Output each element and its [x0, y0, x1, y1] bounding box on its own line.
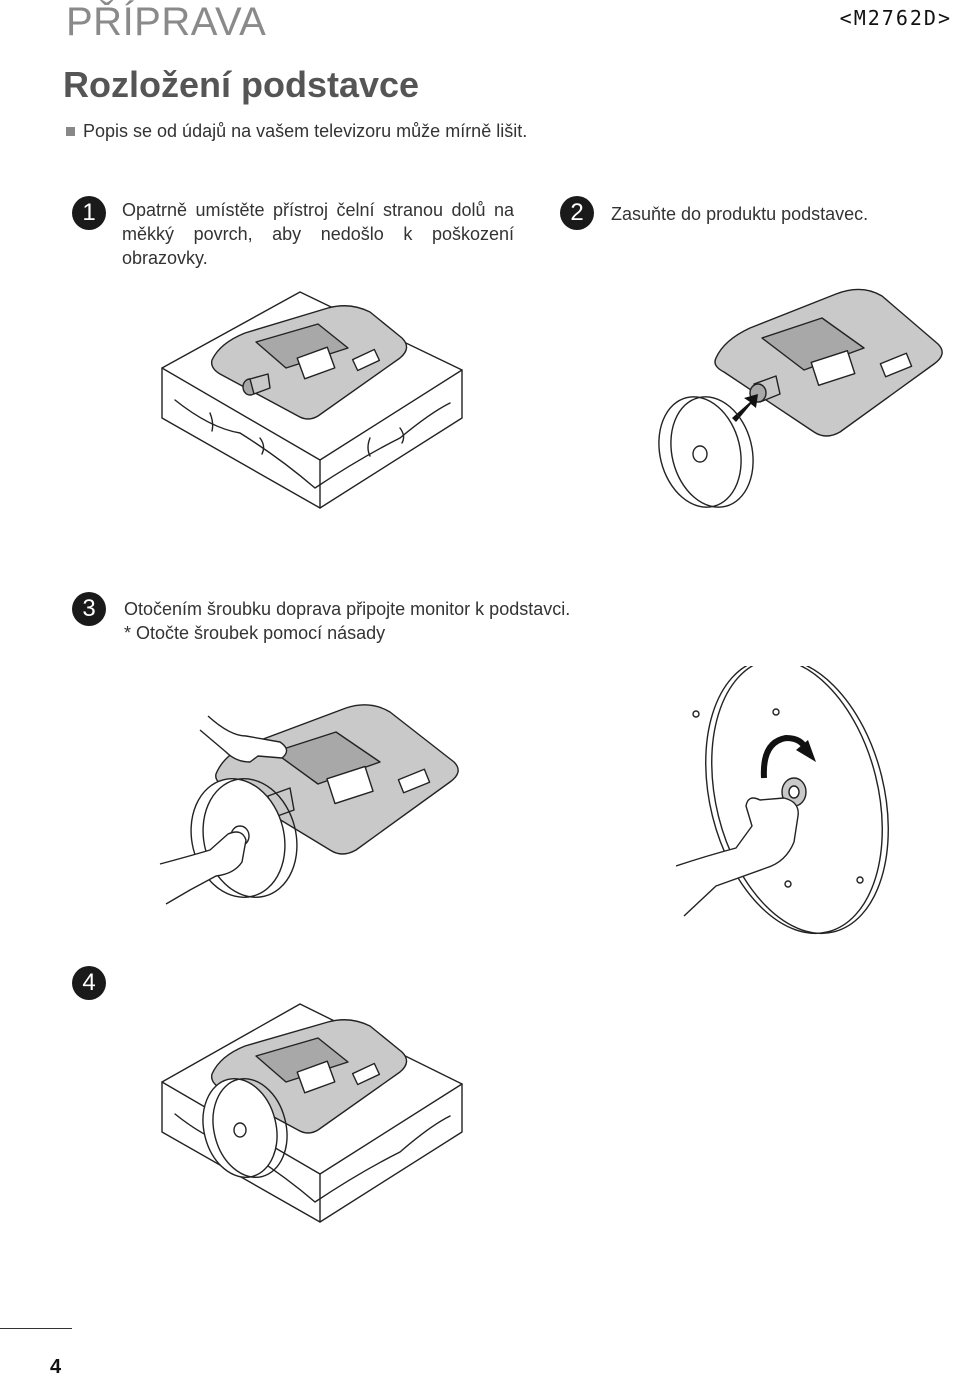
step-4-badge: 4: [72, 966, 106, 1000]
note: Popis se od údajů na vašem televizoru mů…: [66, 121, 527, 142]
step-3-text: Otočením šroubku doprava připojte monito…: [124, 599, 571, 619]
tv-face-down-illustration: [161, 291, 463, 509]
step-2-text: Zasuňte do produktu podstavec.: [611, 204, 869, 224]
page-heading: Rozložení podstavce: [63, 64, 420, 105]
insert-stand-illustration: [658, 288, 943, 508]
square-bullet-icon: [66, 127, 75, 136]
note-text: Popis se od údajů na vašem televizoru mů…: [83, 121, 528, 141]
model-code: <M2762D>: [839, 6, 952, 30]
section-title: PŘÍPRAVA: [66, 0, 267, 44]
footer-divider: [0, 1328, 72, 1329]
step-1-text: Opatrně umístěte přístroj čelní stranou …: [122, 200, 514, 268]
step-3-badge: 3: [72, 592, 106, 626]
step-3-subtext: * Otočte šroubek pomocí násady: [124, 623, 386, 643]
step-2-badge: 2: [560, 196, 594, 230]
page-number: 4: [50, 1356, 62, 1378]
rotate-arrow-icon: [760, 734, 809, 779]
insert-arrow-icon: [732, 394, 758, 422]
attach-stand-hands-illustration: [159, 704, 459, 905]
turn-screw-illustration: [676, 666, 889, 935]
assembled-stand-illustration: [161, 1003, 463, 1223]
step-1-badge: 1: [72, 196, 106, 230]
